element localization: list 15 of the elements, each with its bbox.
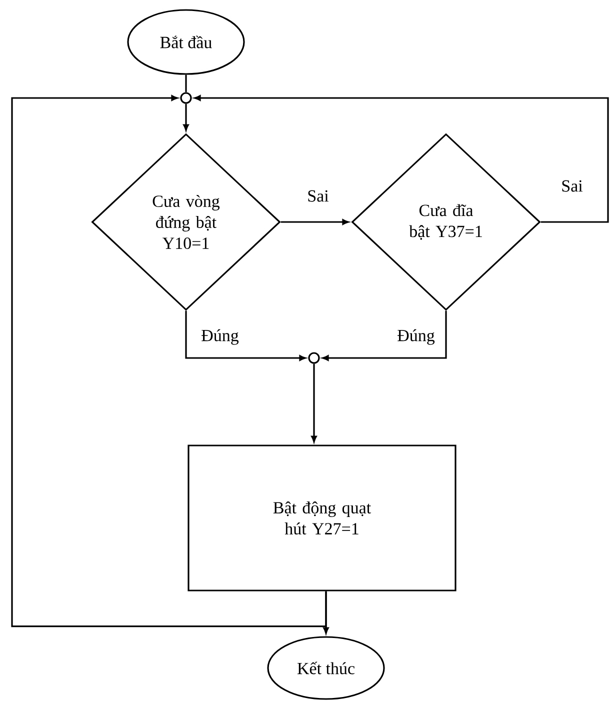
arrow [280, 219, 349, 225]
arrow [194, 95, 609, 223]
arrow [183, 104, 189, 131]
edge-label: Sai [560, 179, 584, 193]
arrow [185, 310, 306, 361]
connector-line [185, 74, 187, 92]
process-box: Bật động quạt hút Y27=1 [188, 444, 456, 592]
junction-circle [180, 92, 192, 104]
edge-label: Sai [306, 189, 330, 203]
edge-label: Đúng [396, 328, 436, 346]
arrow [311, 364, 317, 442]
arrow [322, 310, 447, 361]
edge-label: Đúng [200, 328, 240, 346]
arrow [11, 95, 327, 628]
junction-circle [308, 352, 320, 364]
